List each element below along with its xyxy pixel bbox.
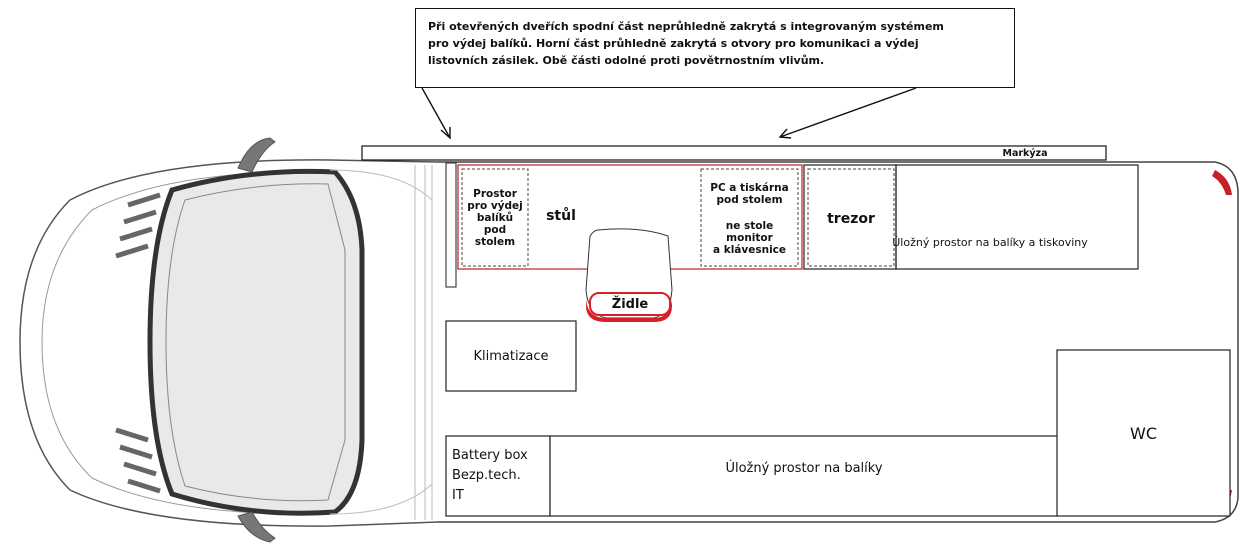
windshield: [147, 168, 365, 516]
callout-note: Při otevřených dveřích spodní část neprů…: [415, 8, 1015, 88]
storage-tiskoviny-box: [895, 164, 1139, 270]
taillight-top: [1212, 170, 1232, 195]
battery-label: Battery box Bezp.tech. IT: [452, 440, 548, 512]
pc-box: [700, 168, 799, 267]
battery-line-3: IT: [452, 488, 464, 503]
desk-label: stůl: [546, 208, 576, 224]
trezor-inner-dashed: [807, 168, 895, 267]
prostor-box: [461, 168, 529, 267]
pc-label: PC a tiskárna pod stolem: [701, 180, 798, 208]
callout-line-1: Při otevřených dveřích spodní část neprů…: [428, 20, 944, 33]
van-hood-outline: [19, 159, 439, 527]
van-body-outline: [438, 161, 1239, 523]
monitor-line-1: ne stole: [725, 220, 774, 232]
battery-box: [445, 435, 551, 517]
prostor-line-4: pod: [483, 224, 507, 236]
pc-line-2: pod stolem: [716, 194, 783, 206]
door-frame: [329, 165, 433, 520]
monitor-label: ne stole monitor a klávesnice: [701, 218, 798, 258]
mirror-left: [237, 137, 276, 173]
callout-arrow-right: [778, 87, 917, 139]
battery-line-2: Bezp.tech.: [452, 468, 521, 483]
awning-label: Markýza: [1002, 147, 1048, 159]
chair-armrest: [586, 296, 672, 322]
callout-line-3: listovních zásilek. Obě části odolné pro…: [428, 54, 825, 67]
storage-tiskoviny-label: Úložný prostor na balíky a tiskoviny: [892, 235, 1088, 249]
monitor-line-3: a klávesnice: [712, 244, 787, 256]
mirror-right: [237, 511, 276, 543]
chair-label: Židle: [611, 296, 649, 312]
grille-bottom: [115, 427, 161, 494]
grille-top: [115, 192, 161, 259]
klimatizace-label: Klimatizace: [473, 348, 549, 364]
battery-line-1: Battery box: [452, 448, 528, 463]
prostor-line-3: balíků: [476, 212, 514, 224]
pc-line-1: PC a tiskárna: [710, 182, 789, 194]
prostor-label: Prostor pro výdej balíků pod stolem: [462, 173, 528, 263]
monitor-line-2: monitor: [726, 232, 773, 244]
klimatizace-box: [445, 320, 577, 392]
chair-seat-label-bg: [589, 292, 671, 316]
storage-baliky-box: [549, 435, 1059, 517]
windshield-frame-inner: [165, 183, 346, 502]
callout-arrow-left: [421, 87, 451, 140]
awning-bar: [361, 145, 1107, 161]
wc-label: WC: [1130, 423, 1157, 443]
prostor-line-5: stolem: [474, 236, 516, 248]
callout-line-2: pro výdej balíků. Horní část průhledně z…: [428, 37, 919, 50]
van-hood-inner: [41, 171, 321, 515]
prostor-line-1: Prostor: [473, 188, 517, 200]
wc-box: [1056, 349, 1231, 517]
partition-post: [445, 162, 457, 288]
storage-baliky-label: Úložný prostor na balíky: [725, 460, 883, 476]
prostor-line-2: pro výdej: [467, 200, 523, 212]
trezor-label: trezor: [827, 211, 875, 227]
